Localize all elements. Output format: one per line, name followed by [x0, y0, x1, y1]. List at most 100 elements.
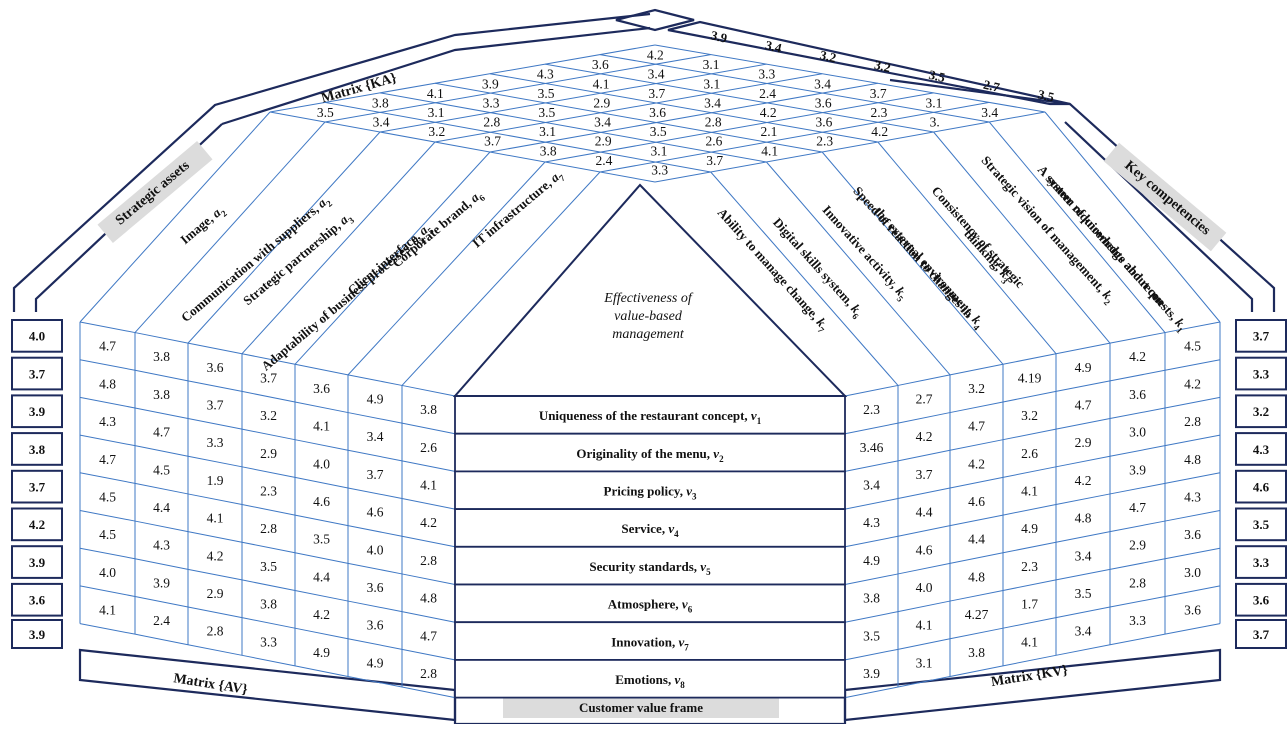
- av-grid-hline: [79, 547, 456, 623]
- top-side-value: 3.9: [709, 27, 729, 45]
- ka-cell-value: 2.3: [816, 134, 833, 149]
- ka-cell-value: 3.7: [648, 86, 665, 101]
- kv-cell-value: 3.5: [1075, 586, 1092, 601]
- kv-cell-value: 4.27: [965, 607, 989, 622]
- key-competencies-label: Key competencies: [1121, 158, 1213, 239]
- ka-grid-line: [489, 82, 878, 153]
- ka-grid-line: [269, 44, 656, 113]
- av-cell-value: 2.8: [207, 624, 224, 639]
- ka-cell-value: 3.1: [703, 57, 720, 72]
- av-cell-value: 3.4: [367, 429, 384, 444]
- right-side-box: [1235, 394, 1287, 429]
- ka-spoke: [401, 171, 601, 386]
- ka-cell-value: 3.4: [704, 95, 721, 110]
- left-total-box: [11, 619, 63, 649]
- ka-cell-value: 2.8: [705, 115, 722, 130]
- av-cell-value: 3.6: [207, 360, 224, 375]
- ka-cell-value: 3.5: [317, 105, 334, 120]
- ka-grid-line: [379, 63, 767, 133]
- ka-cell-value: 2.3: [870, 105, 887, 120]
- av-cell-value: 4.8: [420, 591, 437, 606]
- ka-cell-value: 3.3: [483, 95, 500, 110]
- av-cell-value: 4.4: [153, 500, 170, 515]
- kv-cell-value: 4.3: [1184, 489, 1201, 504]
- av-grid-hline: [79, 321, 456, 397]
- kv-cell-value: 3.9: [863, 666, 880, 681]
- kv-matrix: 2.32.73.24.194.94.24.53.464.24.73.24.73.…: [844, 321, 1221, 699]
- ka-cell-value: 3.4: [648, 67, 665, 82]
- value-row-box: [454, 395, 846, 435]
- ka-cell-value: 3.6: [592, 57, 609, 72]
- top-values-band: [667, 20, 1071, 106]
- ka-grid-line: [599, 101, 990, 173]
- av-grid-hline: [79, 510, 456, 585]
- kv-cell-value: 3.0: [1184, 565, 1201, 580]
- customer-value-frame-label: Customer value frame: [579, 700, 703, 715]
- av-grid-hline: [79, 472, 456, 548]
- asset-label: Image, a2: [177, 202, 229, 250]
- kv-cell-value: 3.1: [916, 655, 933, 670]
- av-cell-value: 3.5: [313, 532, 330, 547]
- kv-cell-value: 3.8: [863, 591, 880, 606]
- right-side-box: [1235, 469, 1287, 504]
- right-side-value: 3.3: [1253, 555, 1270, 570]
- kv-cell-value: 3.6: [1184, 527, 1201, 542]
- av-cell-value: 3.8: [260, 597, 277, 612]
- av-cell-value: 3.9: [153, 575, 170, 590]
- ka-cell-value: 3.4: [594, 115, 611, 130]
- kv-cell-value: 4.1: [1021, 483, 1038, 498]
- ka-cell-value: 4.1: [761, 143, 778, 158]
- kv-grid-hline: [844, 434, 1221, 510]
- kv-cell-value: 4.2: [1075, 473, 1092, 488]
- value-row-label: Atmosphere, v6: [608, 597, 693, 615]
- ka-cell-value: 2.9: [593, 95, 610, 110]
- av-cell-value: 3.7: [207, 398, 224, 413]
- ka-spoke: [347, 161, 546, 376]
- kv-cell-value: 3.4: [863, 477, 880, 492]
- kv-grid-hline: [844, 396, 1221, 472]
- ka-grid-line: [379, 92, 767, 163]
- av-cell-value: 3.8: [420, 402, 437, 417]
- left-side-box: [11, 582, 63, 617]
- kv-cell-value: 3.4: [1075, 624, 1092, 639]
- kv-cell-value: 4.0: [916, 580, 933, 595]
- kv-cell-value: 3.6: [1129, 387, 1146, 402]
- kv-grid-hline: [844, 585, 1221, 661]
- av-cell-value: 3.8: [153, 387, 170, 402]
- matrix-kv-title: Matrix {KV}: [990, 663, 1069, 690]
- av-cell-value: 4.8: [99, 376, 116, 391]
- left-side-box: [11, 469, 63, 504]
- ka-cell-value: 3.5: [538, 105, 555, 120]
- ka-cell-value: 2.9: [595, 134, 612, 149]
- top-side-value: 3.4: [764, 37, 784, 55]
- av-cell-value: 4.0: [367, 542, 384, 557]
- left-side-value: 3.7: [29, 480, 46, 495]
- ka-cell-value: 4.1: [427, 86, 444, 101]
- kv-cell-value: 4.1: [1021, 634, 1038, 649]
- asset-label: Corporate brand, a6: [389, 186, 487, 272]
- kv-grid-hline: [844, 321, 1221, 397]
- top-side-value: 3.5: [1036, 86, 1056, 104]
- kv-cell-value: 2.3: [1021, 559, 1038, 574]
- ka-cell-value: 3.2: [428, 124, 445, 139]
- value-row-box: [454, 508, 846, 548]
- left-outer-frame: [12, 12, 651, 312]
- ka-spoke: [241, 141, 436, 355]
- kv-cell-value: 4.5: [1184, 339, 1201, 354]
- ka-spoke: [710, 171, 899, 386]
- av-cell-value: 4.4: [313, 569, 330, 584]
- ka-spoke: [79, 111, 271, 323]
- ka-cell-value: 4.2: [871, 124, 888, 139]
- top-side-value: 3.5: [927, 67, 947, 85]
- kv-cell-value: 4.2: [968, 456, 985, 471]
- av-matrix: 4.73.83.63.73.64.93.84.83.83.73.24.13.42…: [79, 321, 456, 699]
- ka-cell-value: 3.9: [482, 76, 499, 91]
- ka-cell-value: 3.4: [373, 115, 390, 130]
- left-side-box: [11, 507, 63, 542]
- left-side-box: [11, 356, 63, 391]
- av-cell-value: 4.7: [153, 425, 170, 440]
- av-cell-value: 4.5: [153, 462, 170, 477]
- ka-cell-value: 3.5: [650, 124, 667, 139]
- value-row-box: [454, 545, 846, 586]
- kv-cell-value: 4.3: [863, 515, 880, 530]
